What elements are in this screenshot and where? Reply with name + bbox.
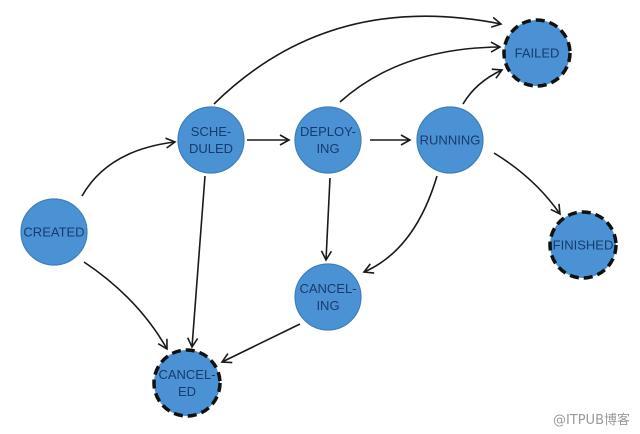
- node-label-created: CREATED: [23, 225, 84, 240]
- node-circle-failed: [502, 18, 572, 88]
- edge-scheduled-failed: [213, 15, 503, 105]
- edge-created-scheduled: [81, 137, 177, 197]
- node-circle-scheduled: [177, 106, 245, 174]
- edge-running-failed: [462, 68, 504, 105]
- node-scheduled: SCHE- DULED: [177, 106, 245, 174]
- edge-deploying-canceling: [320, 177, 333, 262]
- node-circle-created: [20, 198, 88, 266]
- node-label-scheduled: SCHE-: [191, 124, 231, 139]
- node-circle-deploying: [294, 106, 362, 174]
- node-circle-running: [416, 106, 484, 174]
- edge-running-canceling: [362, 175, 438, 274]
- node-circle-canceled: [152, 348, 222, 418]
- node-label-canceling: CANCEL-: [299, 281, 356, 296]
- node-label-scheduled: DULED: [189, 141, 233, 156]
- node-label-canceled: CANCEL-: [158, 367, 215, 382]
- node-label-deploying: DEPLOY-: [300, 124, 356, 139]
- node-circle-canceling: [294, 263, 362, 331]
- node-label-finished: FINISHED: [553, 238, 614, 253]
- node-label-canceled: ED: [178, 384, 196, 399]
- node-finished: FINISHED: [548, 210, 618, 280]
- edge-canceling-canceled: [220, 323, 301, 364]
- node-label-running: RUNNING: [420, 133, 481, 148]
- node-created: CREATED: [20, 198, 88, 266]
- edge-created-canceled: [83, 261, 168, 351]
- node-canceling: CANCEL- ING: [294, 263, 362, 331]
- node-label-deploying: ING: [316, 141, 339, 156]
- edges: [81, 15, 561, 364]
- node-running: RUNNING: [416, 106, 484, 174]
- edge-running-finished: [493, 152, 561, 216]
- node-label-failed: FAILED: [515, 46, 560, 61]
- node-label-canceling: ING: [316, 298, 339, 313]
- edge-deploying-failed: [339, 41, 502, 103]
- node-canceled: CANCEL- ED: [152, 348, 222, 418]
- node-deploying: DEPLOY- ING: [294, 106, 362, 174]
- edge-scheduled-canceled: [186, 175, 206, 349]
- nodes: CREATED SCHE- DULED DEPLOY- ING RUNNING FAILED…: [20, 18, 618, 418]
- watermark: @ITPUB博客: [552, 413, 630, 428]
- node-failed: FAILED: [502, 18, 572, 88]
- node-circle-finished: [548, 210, 618, 280]
